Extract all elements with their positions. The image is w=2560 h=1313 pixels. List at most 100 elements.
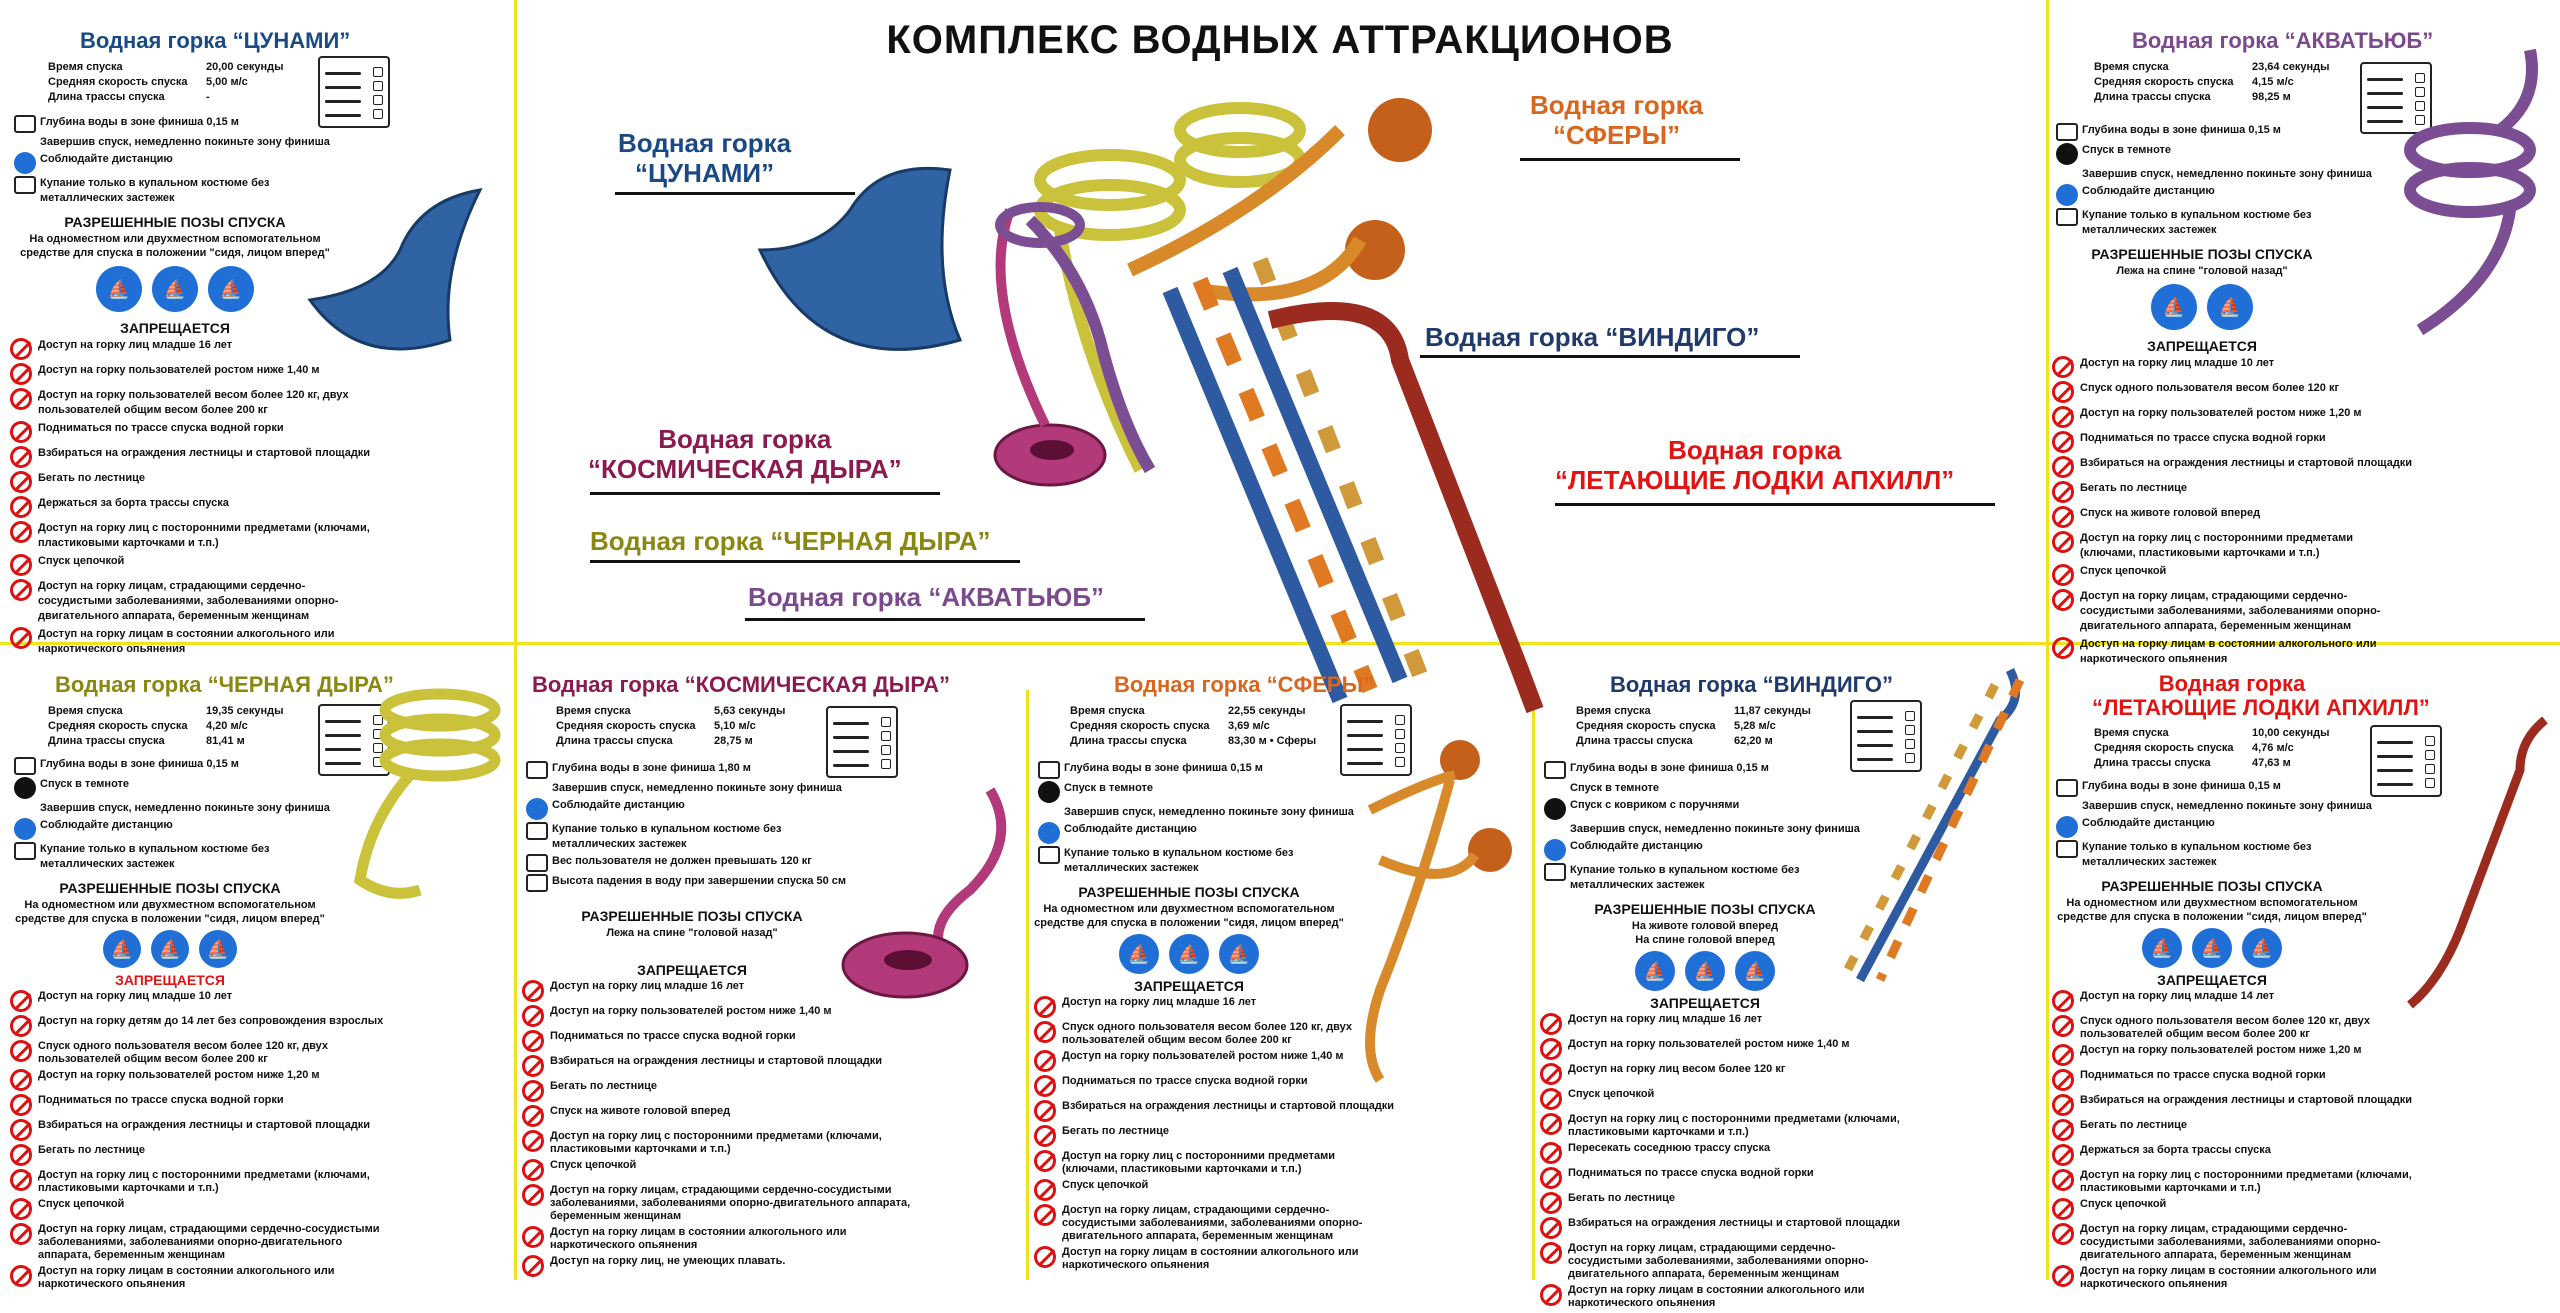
pose-sitting-icon: ⛵ [2142, 928, 2182, 968]
prohibited-icon [2052, 637, 2074, 659]
leader-line [590, 560, 1020, 563]
prohibited-icon [10, 471, 32, 493]
prohibited-icon [2052, 1144, 2074, 1166]
prohibited-icon [2052, 531, 2074, 553]
prohibited-icon [2052, 456, 2074, 478]
prohibited-icon [1034, 1075, 1056, 1097]
pose-sitting-icon: ⛵ [151, 930, 189, 968]
difficulty-legend [2370, 725, 2442, 797]
prohibited-icon [2052, 431, 2074, 453]
pose-lying-icon: ⛵ [2151, 284, 2197, 330]
prohibited-icon [1034, 1100, 1056, 1122]
label-kosm: Водная горка “КОСМИЧЕСКАЯ ДЫРА” [588, 424, 902, 484]
pose-belly-icon: ⛵ [1685, 951, 1725, 991]
divider [1532, 700, 1535, 1280]
prohibited-icon [522, 1030, 544, 1052]
forbidden-list: Доступ на горку лиц младше 16 лет Спуск … [1034, 996, 1529, 1272]
prohibited-icon [2052, 1169, 2074, 1191]
panel-title: Водная горка “АКВАТЬЮБ” [2132, 28, 2434, 53]
forbidden-list: Доступ на горку лиц младше 16 лет Доступ… [1540, 1013, 2040, 1310]
prohibited-icon [1540, 1038, 1562, 1060]
panel-title: Водная горка “КОСМИЧЕСКАЯ ДЫРА” [532, 672, 950, 697]
prohibited-icon [2052, 1265, 2074, 1287]
rules-list: Глубина воды в зоне финиша 1,80 м Заверш… [522, 761, 1022, 892]
poses: ⛵ ⛵ ⛵ [10, 930, 330, 968]
leader-line [745, 618, 1145, 621]
prohibited-icon [1034, 996, 1056, 1018]
prohibited-icon [10, 388, 32, 410]
prohibited-icon [2052, 1069, 2074, 1091]
prohibited-icon [1540, 1167, 1562, 1189]
depth-icon [14, 757, 36, 775]
pose-sitting-icon: ⛵ [199, 930, 237, 968]
poses: ⛵ ⛵ ⛵ [1034, 934, 1344, 974]
distance-icon [2056, 184, 2078, 206]
label-cunami: Водная горка “ЦУНАМИ” [618, 128, 792, 188]
prohibited-icon [1540, 1284, 1562, 1306]
depth-icon [2056, 779, 2078, 797]
poses: ⛵ ⛵ [2052, 284, 2352, 330]
rules-list: Глубина воды в зоне финиша 0,15 м Спуск … [1034, 761, 1529, 876]
prohibited-icon [522, 1226, 544, 1248]
pose-belly-icon: ⛵ [1635, 951, 1675, 991]
leader-line [615, 192, 855, 195]
prohibited-icon [1034, 1204, 1056, 1226]
prohibited-icon [522, 1055, 544, 1077]
pose-lying-icon: ⛵ [2207, 284, 2253, 330]
leader-line [1420, 355, 1800, 358]
panel-title: Водная горка “ЧЕРНАЯ ДЫРА” [55, 672, 394, 697]
divider [514, 642, 517, 1280]
forbidden-list: Доступ на горку лиц младше 10 лет Спуск … [2052, 356, 2552, 667]
swimsuit-icon [1038, 846, 1060, 864]
chernaya-slide-image [353, 688, 501, 899]
distance-icon [1544, 839, 1566, 861]
prohibited-icon [10, 1223, 32, 1245]
prohibited-icon [10, 421, 32, 443]
prohibited-icon [10, 1169, 32, 1191]
prohibited-icon [1034, 1021, 1056, 1043]
divider [514, 0, 517, 642]
prohibited-icon [10, 496, 32, 518]
difficulty-legend [826, 706, 898, 778]
prohibited-icon [1540, 1113, 1562, 1135]
prohibited-icon [2052, 381, 2074, 403]
prohibited-icon [10, 446, 32, 468]
panel-title: Водная горка “ЛЕТАЮЩИЕ ЛОДКИ АПХИЛЛ” [2092, 671, 2430, 720]
rules-list: Глубина воды в зоне финиша 0,15 м Спуск … [10, 757, 510, 872]
difficulty-legend [1850, 700, 1922, 772]
prohibited-icon [1034, 1246, 1056, 1268]
prohibited-icon [10, 1265, 32, 1287]
prohibited-icon [2052, 1015, 2074, 1037]
panel-title: Водная горка “СФЕРЫ” [1114, 672, 1375, 697]
sfery-slide-image [1365, 740, 1512, 1083]
pose-sitting-icon: ⛵ [1169, 934, 1209, 974]
prohibited-icon [522, 1005, 544, 1027]
distance-icon [1038, 822, 1060, 844]
vindigo-slide-image [1841, 667, 2025, 983]
forbidden-list: Доступ на горку лиц младше 14 лет Спуск … [2052, 990, 2552, 1291]
difficulty-legend [318, 704, 390, 776]
distance-icon [2056, 816, 2078, 838]
slides-illustration [757, 98, 1544, 714]
difficulty-legend [2360, 62, 2432, 134]
pose-sitting-icon: ⛵ [152, 266, 198, 312]
prohibited-icon [10, 579, 32, 601]
pose-sitting-icon: ⛵ [208, 266, 254, 312]
label-lodki: Водная горка “ЛЕТАЮЩИЕ ЛОДКИ АПХИЛЛ” [1555, 435, 1955, 495]
forbidden-list: Доступ на горку лиц младше 10 лет Доступ… [10, 990, 510, 1291]
poses: ⛵ ⛵ ⛵ [2052, 928, 2372, 968]
prohibited-icon [2052, 1198, 2074, 1220]
prohibited-icon [1540, 1217, 1562, 1239]
darkness-icon [1038, 781, 1060, 803]
prohibited-icon [1540, 1142, 1562, 1164]
pose-sitting-icon: ⛵ [2192, 928, 2232, 968]
rules-list: Глубина воды в зоне финиша 0,15 м Спуск … [2052, 123, 2552, 238]
swimsuit-icon [2056, 208, 2078, 226]
prohibited-icon [1540, 1088, 1562, 1110]
prohibited-icon [1034, 1150, 1056, 1172]
